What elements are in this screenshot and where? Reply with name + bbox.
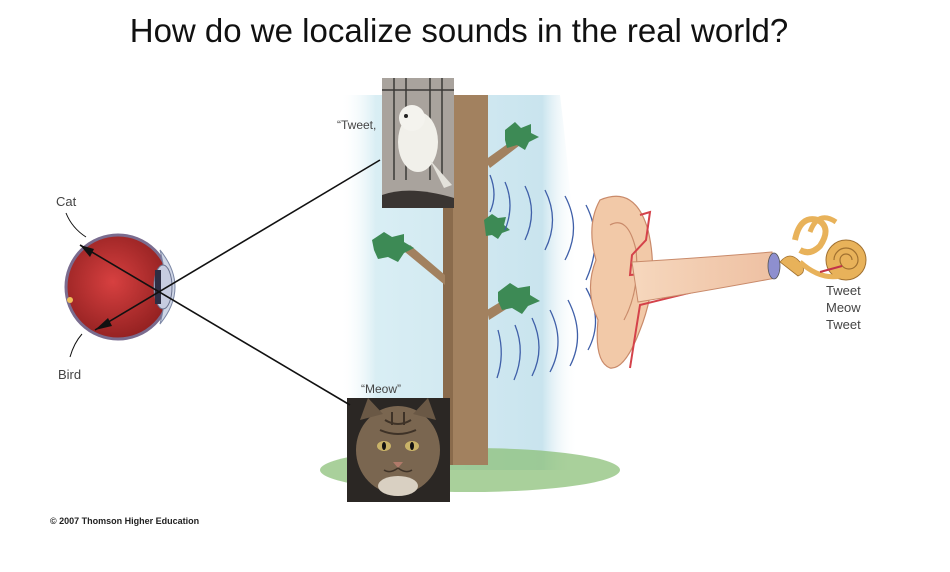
bird-sight-arrowhead xyxy=(95,318,112,330)
ear-icon xyxy=(589,195,781,369)
meow-quote-label: “Meow” xyxy=(361,382,402,396)
cochlea-icon xyxy=(779,215,867,281)
eye-icon xyxy=(64,233,176,341)
copyright-credit: © 2007 Thomson Higher Education xyxy=(50,516,200,526)
cat-photo xyxy=(347,398,450,502)
cat-label: Cat xyxy=(56,194,77,209)
bird-photo xyxy=(382,78,454,208)
bird-sight-line xyxy=(94,159,381,331)
label-pointers xyxy=(65,212,87,358)
bird-label: Bird xyxy=(58,367,82,382)
heard-word-1: Tweet xyxy=(826,283,861,298)
heard-sequence: Tweet Meow Tweet xyxy=(826,282,861,333)
tweet-quote-label: “Tweet, xyxy=(337,118,377,132)
cat-sight-arrowhead xyxy=(80,245,94,257)
sight-lines xyxy=(79,159,381,406)
cat-sight-line xyxy=(79,244,351,406)
heard-word-3: Tweet xyxy=(826,317,861,332)
slide-title: How do we localize sounds in the real wo… xyxy=(129,12,789,49)
heard-word-2: Meow xyxy=(826,300,861,315)
